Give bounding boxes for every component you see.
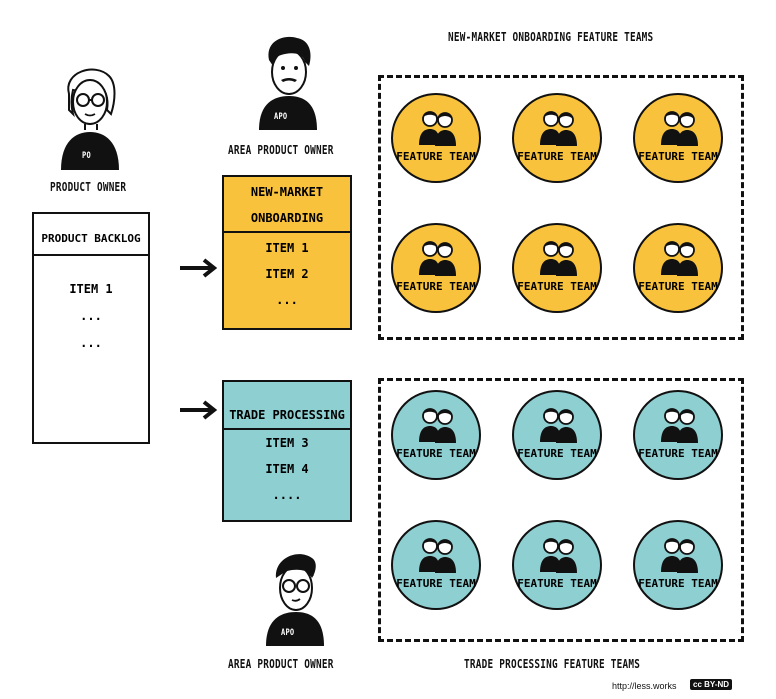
feature-team-circle: FEATURE TEAM: [633, 223, 723, 313]
cc-mark: cc: [693, 680, 702, 689]
feature-team-label: FEATURE TEAM: [514, 577, 600, 590]
arrow-right-icon: [178, 400, 218, 420]
feature-team-label: FEATURE TEAM: [393, 280, 479, 293]
area-backlog-title: ONBOARDING: [224, 211, 350, 225]
group-bottom-title: TRADE PROCESSING FEATURE TEAMS: [464, 657, 640, 671]
apo-top-badge: APO: [274, 112, 287, 122]
feature-team-circle: FEATURE TEAM: [633, 520, 723, 610]
product-backlog: PRODUCT BACKLOG ITEM 1 ... ...: [32, 212, 150, 444]
area-product-owner-avatar: [255, 32, 321, 132]
feature-team-circle: FEATURE TEAM: [633, 93, 723, 183]
product-backlog-item: ...: [34, 309, 148, 323]
feature-team-circle: FEATURE TEAM: [633, 390, 723, 480]
divider: [224, 428, 350, 430]
apo-bottom-badge: APO: [281, 628, 294, 638]
divider: [224, 231, 350, 233]
feature-team-circle: FEATURE TEAM: [512, 390, 602, 480]
area-backlog-title: NEW-MARKET: [224, 185, 350, 199]
apo-top-label: AREA PRODUCT OWNER: [228, 143, 334, 157]
feature-team-label: FEATURE TEAM: [514, 150, 600, 163]
area-backlog-item: ITEM 1: [224, 241, 350, 255]
divider: [34, 254, 148, 256]
cc-license-badge: cc BY-ND: [690, 679, 732, 690]
feature-team-label: FEATURE TEAM: [635, 280, 721, 293]
product-backlog-title: PRODUCT BACKLOG: [34, 232, 148, 245]
feature-team-circle: FEATURE TEAM: [391, 223, 481, 313]
area-backlog-trade-processing: TRADE PROCESSING ITEM 3 ITEM 4 ....: [222, 380, 352, 522]
feature-team-circle: FEATURE TEAM: [512, 223, 602, 313]
area-backlog-title: TRADE PROCESSING: [224, 408, 350, 422]
area-backlog-item: ....: [224, 488, 350, 502]
feature-team-circle: FEATURE TEAM: [512, 520, 602, 610]
feature-team-circle: FEATURE TEAM: [391, 520, 481, 610]
feature-team-label: FEATURE TEAM: [514, 280, 600, 293]
area-backlog-new-market: NEW-MARKET ONBOARDING ITEM 1 ITEM 2 ...: [222, 175, 352, 330]
feature-team-label: FEATURE TEAM: [635, 577, 721, 590]
product-backlog-item: ...: [34, 336, 148, 350]
feature-team-label: FEATURE TEAM: [393, 150, 479, 163]
feature-team-label: FEATURE TEAM: [393, 447, 479, 460]
feature-team-label: FEATURE TEAM: [393, 577, 479, 590]
feature-team-label: FEATURE TEAM: [635, 447, 721, 460]
product-owner-badge: PO: [82, 151, 91, 161]
group-top-title: NEW-MARKET ONBOARDING FEATURE TEAMS: [448, 30, 653, 44]
license-code: BY-ND: [704, 680, 729, 689]
feature-team-label: FEATURE TEAM: [514, 447, 600, 460]
area-backlog-item: ...: [224, 293, 350, 307]
feature-team-circle: FEATURE TEAM: [512, 93, 602, 183]
arrow-right-icon: [178, 258, 218, 278]
credit-url[interactable]: http://less.works: [612, 681, 677, 691]
product-backlog-item: ITEM 1: [34, 282, 148, 296]
feature-team-circle: FEATURE TEAM: [391, 93, 481, 183]
area-backlog-item: ITEM 3: [224, 436, 350, 450]
area-backlog-item: ITEM 4: [224, 462, 350, 476]
area-backlog-item: ITEM 2: [224, 267, 350, 281]
area-product-owner-avatar: [262, 548, 328, 648]
apo-bottom-label: AREA PRODUCT OWNER: [228, 657, 334, 671]
product-owner-label: PRODUCT OWNER: [50, 180, 126, 194]
feature-team-label: FEATURE TEAM: [635, 150, 721, 163]
feature-team-circle: FEATURE TEAM: [391, 390, 481, 480]
